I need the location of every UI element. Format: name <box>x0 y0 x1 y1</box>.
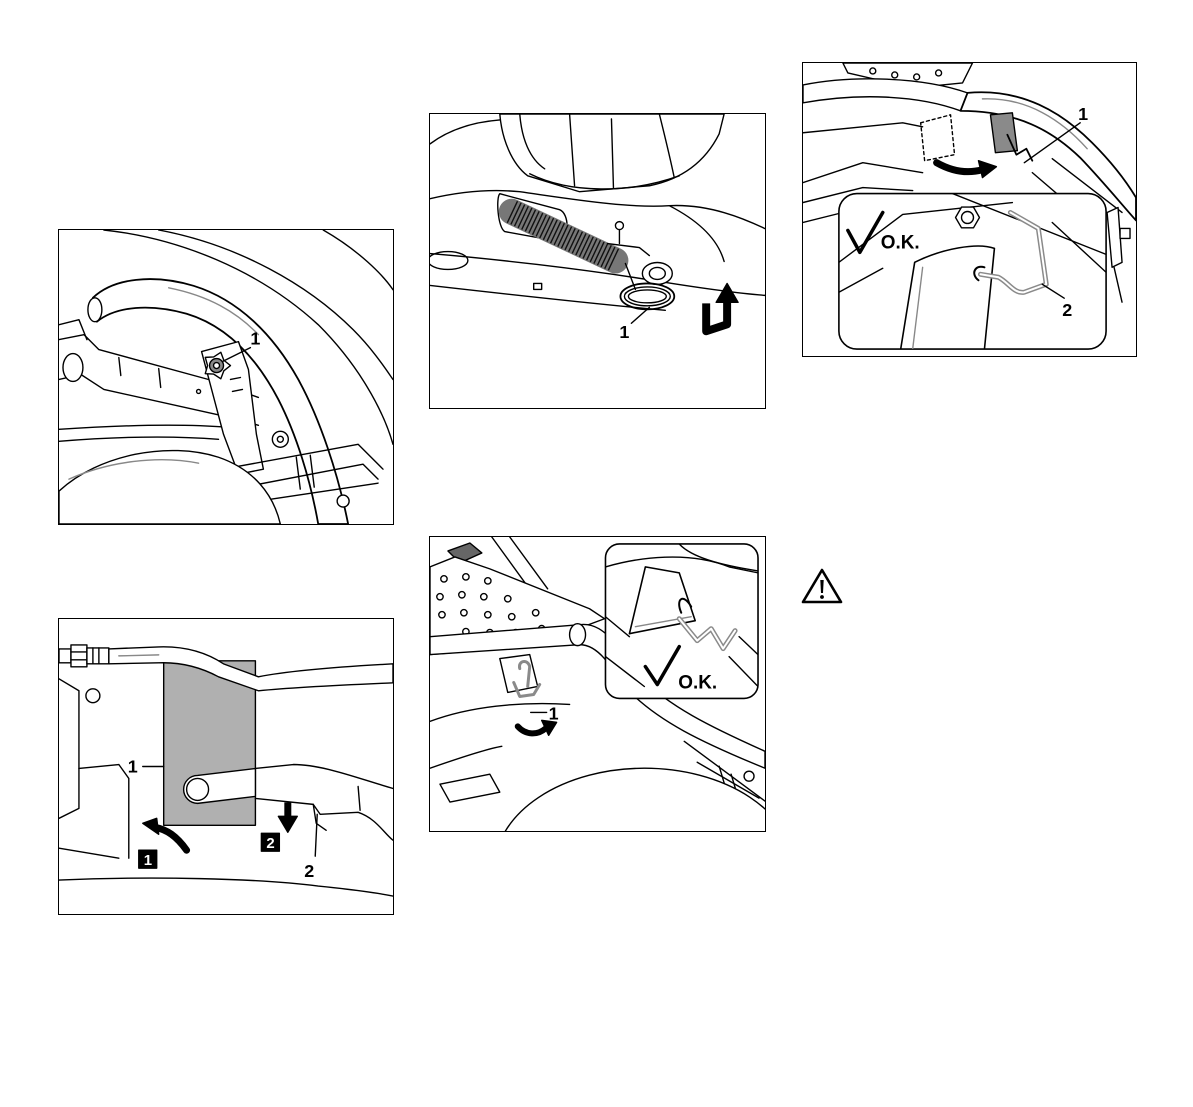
ok-label: O.K. <box>881 232 920 253</box>
detail-inset: O.K. <box>605 544 758 698</box>
step-badge-2: 2 <box>261 833 279 852</box>
callout-number: 1 <box>619 322 629 342</box>
callout-number: 1 <box>250 329 260 349</box>
ghost-plate-position <box>921 115 955 161</box>
hose-fitting <box>59 645 109 667</box>
hex-bolt <box>956 207 980 228</box>
detail-inset: O.K. 2 <box>839 194 1106 349</box>
callout-number: 2 <box>304 861 314 881</box>
step-number: 2 <box>266 835 274 852</box>
engine-cover <box>430 114 724 192</box>
callout-number: 2 <box>1062 300 1072 320</box>
rotate-arrow-icon <box>937 161 997 178</box>
pivot-pin <box>187 778 209 800</box>
figure-hook-check: 1 O.K. 2 <box>802 62 1137 357</box>
side-bracket <box>1107 208 1130 303</box>
warning-triangle-icon <box>800 567 844 605</box>
lever-arm <box>255 765 393 841</box>
figure-cover-plate: 1 2 1 2 <box>58 618 394 915</box>
figure-hook-engage: 1 O.K. <box>429 536 766 832</box>
cover-plate-hook <box>500 655 540 697</box>
step-number: 1 <box>144 852 152 869</box>
figure-bracket-nut: 1 <box>58 229 394 525</box>
step-badge-1: 1 <box>139 850 157 869</box>
callout-2: 2 <box>304 814 317 881</box>
down-arrow-icon <box>278 802 297 832</box>
callout-number: 1 <box>1078 104 1088 124</box>
ok-label: O.K. <box>678 672 717 693</box>
figure-tension-spring: 1 <box>429 113 766 409</box>
spring-hook <box>620 262 674 309</box>
callout-1: 1 <box>128 756 164 776</box>
callout-number: 1 <box>128 756 138 776</box>
callout-1: 1 <box>619 307 649 342</box>
callout-number: 1 <box>549 703 559 723</box>
